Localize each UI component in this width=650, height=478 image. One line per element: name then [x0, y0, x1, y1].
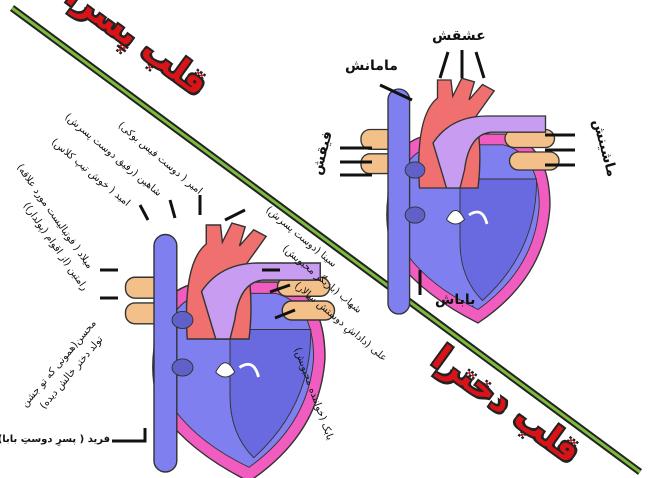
label-farid: فرید ( پسرِ دوستِ بابا) [0, 434, 110, 445]
arrows-boys [100, 195, 296, 443]
label-eshghesh: عشقش [432, 28, 486, 44]
label-mamanesh: مامانش [345, 58, 398, 74]
label-babash: باباش [435, 292, 476, 308]
girls-heart [359, 76, 561, 325]
arrows-girls [340, 50, 575, 295]
